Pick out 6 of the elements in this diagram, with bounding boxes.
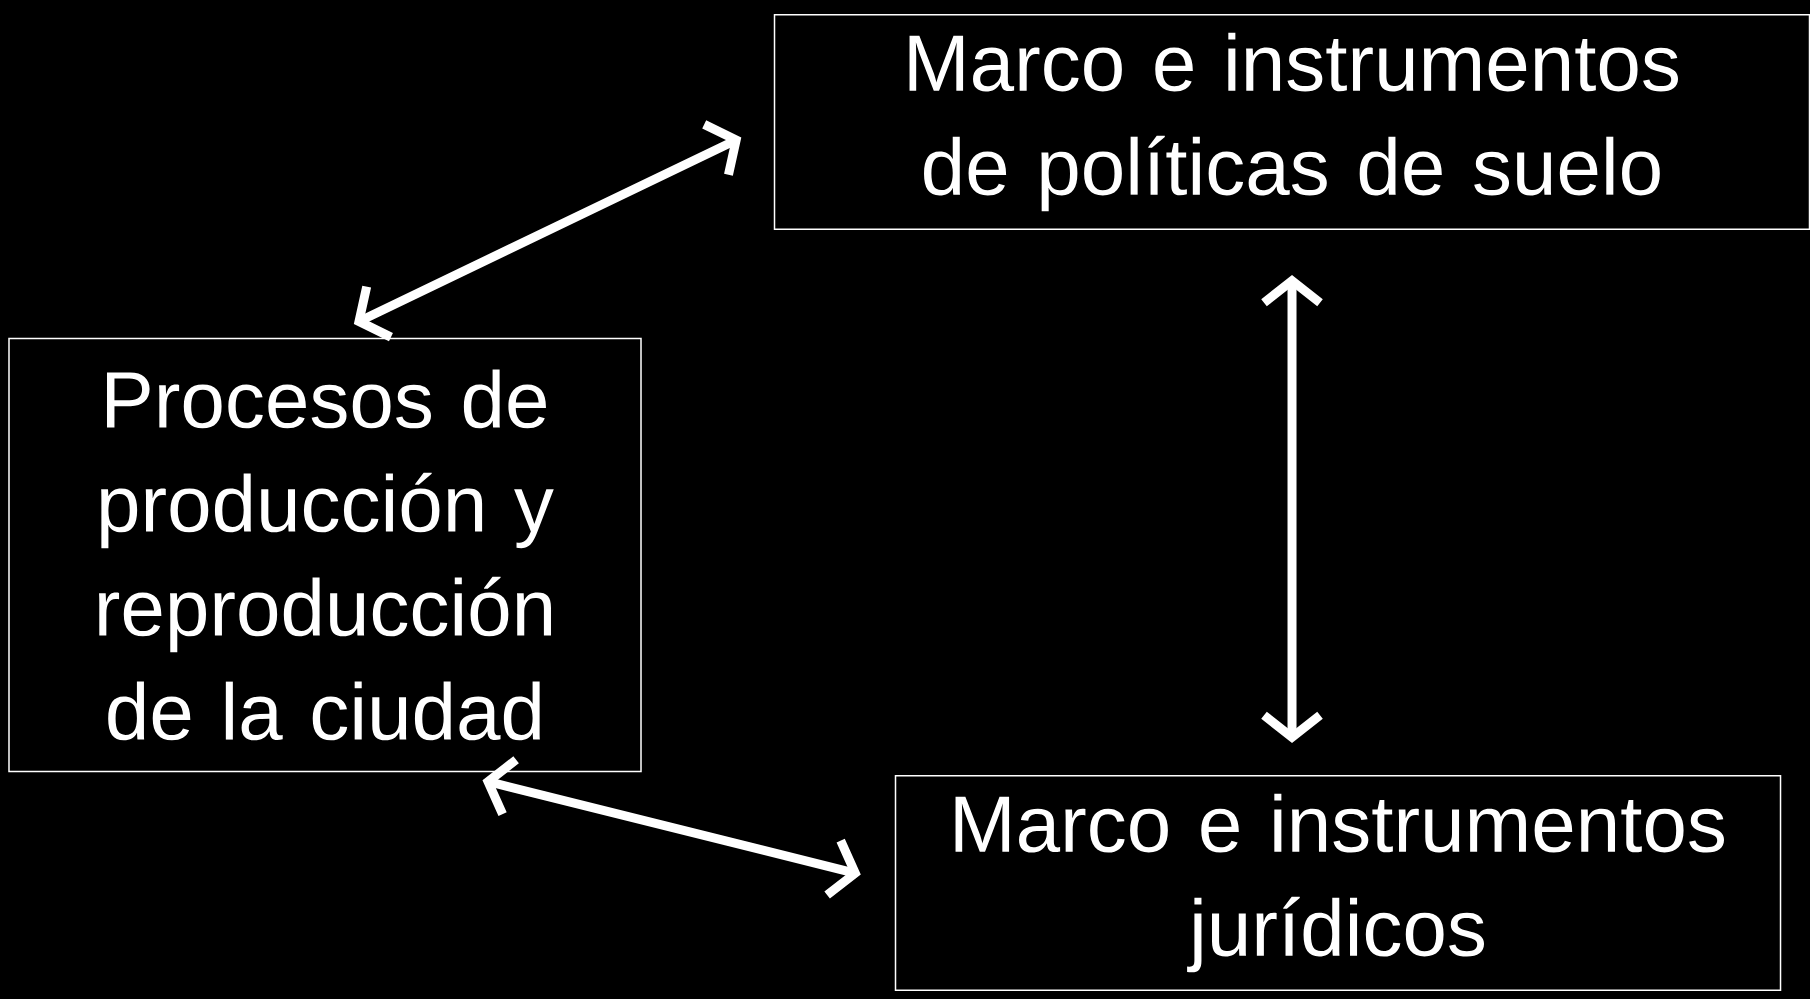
arrow bbox=[353, 120, 742, 342]
arrow bbox=[482, 756, 861, 899]
text-box: Procesos de producción y reproducción de la ciudad bbox=[8, 337, 642, 773]
text-box: Marco e instrumentos jurídicos bbox=[894, 775, 1782, 992]
arrow bbox=[1261, 275, 1323, 743]
text-box: Marco e instrumentos de políticas de suelo bbox=[773, 13, 1810, 231]
